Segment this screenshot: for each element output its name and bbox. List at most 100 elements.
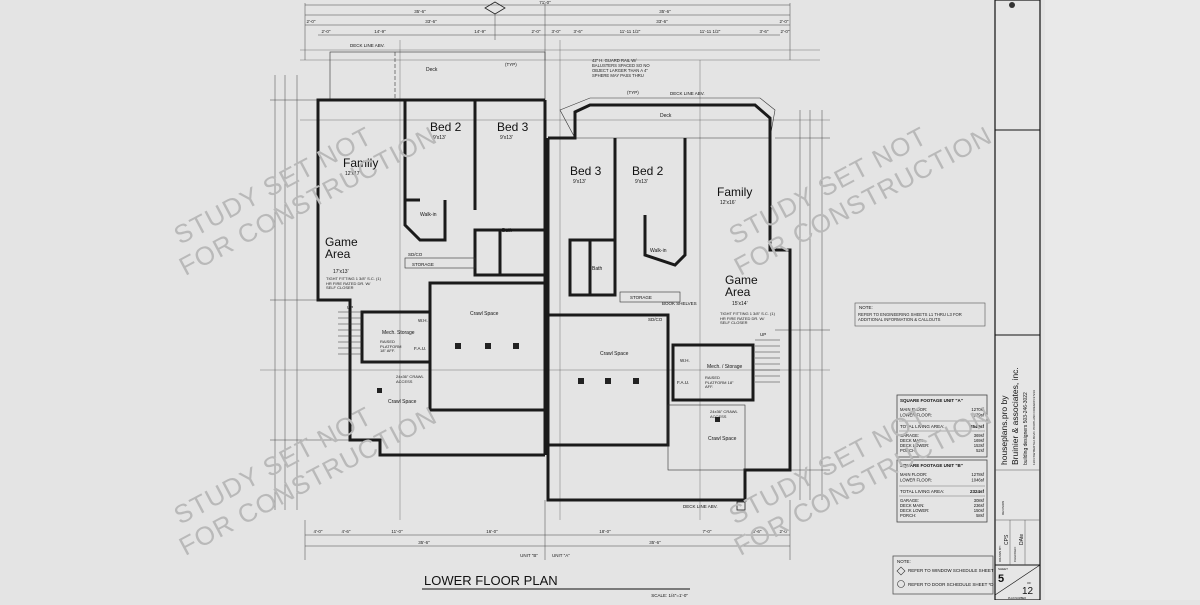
sqft-table — [896, 394, 988, 458]
of-label: OF — [1027, 581, 1031, 585]
fire-door-note: TIGHT FITTING 1 3/8" S.C. (1) HR FIRE RA… — [720, 312, 775, 325]
date-value: DAte — [1019, 534, 1025, 545]
dim-top-detail: 2'-0" — [322, 29, 331, 34]
sqft-row-value: 153sf — [974, 443, 985, 448]
crawl-access-note: 24x36" CRAWL ACCESS — [710, 410, 738, 418]
room-label: Game Area — [325, 236, 358, 260]
dim-bottom-detail: 16'-0" — [486, 529, 498, 534]
side-dimensions — [270, 75, 830, 510]
up-label: UP — [760, 332, 766, 337]
square-footage-tables: SQUARE FOOTAGE UNIT "A"MAIN FLOOR:1270sf… — [896, 394, 988, 523]
room-label: Bed 3 — [570, 164, 602, 178]
plan-title-group: LOWER FLOOR PLAN SCALE: 1/4"=1'-0" — [422, 573, 690, 598]
dim-bottom-detail: 2'-0" — [780, 529, 789, 534]
sqft-row-label: MAIN FLOOR: — [900, 407, 927, 412]
sqft-row-value: 1278sf — [971, 472, 984, 477]
room-label: Mech. / Storage — [707, 364, 743, 370]
sheet-margin — [1045, 0, 1200, 600]
sqft-row-label: LOWER FLOOR: — [900, 413, 932, 418]
sqft-row-label: LOWER FLOOR: — [900, 478, 932, 483]
sqft-row-value: 169sf — [974, 438, 985, 443]
room-label: Family — [343, 156, 378, 170]
room-label: Bed 2 — [632, 164, 664, 178]
crawl-access-note: 24x36" CRAWL ACCESS — [396, 375, 424, 383]
room-label: Game Area — [725, 274, 758, 298]
sqft-row-value: 1279sf — [971, 413, 984, 418]
sqft-row-value: 369sf — [974, 433, 985, 438]
drawn-by-label: DRAWN BY: — [998, 545, 1002, 562]
logo-mark-icon — [1009, 2, 1015, 8]
note-text: REFER TO ENGINEERING SHEETS L1 THRU L3 F… — [858, 312, 962, 322]
platform-note: RAISED PLATFORM 18" AFF. — [705, 376, 733, 389]
sqft-row-label: PORCH: — [900, 513, 916, 518]
unit-a-label: UNIT "A" — [552, 553, 570, 558]
fire-door-note: TIGHT FITTING 1 3/8" S.C. (1) HR FIRE RA… — [326, 277, 381, 290]
room-size: 15'x14' — [732, 301, 748, 307]
dim-top-unit: 2'-0" — [307, 19, 316, 24]
smoke-co-label: SD/CO — [648, 317, 663, 322]
room-labels-left: Family 12'x17' Bed 2 9'x13' Bed 3 9'x13'… — [325, 120, 529, 405]
guard-rail-note: 42" H. GUARD RAIL W/ BALUSTERS SPACED SO… — [592, 58, 650, 78]
room-label: Crawl Space — [388, 399, 417, 405]
room-label: Bed 2 — [430, 120, 462, 134]
room-label: Walk-in — [650, 248, 667, 254]
room-size: 9'x13' — [433, 135, 446, 141]
room-size: 12'x16' — [720, 200, 736, 206]
company-name: houseplans.pro by — [999, 395, 1009, 465]
note-heading: NOTE: — [859, 305, 873, 310]
dim-top-half: 35'-6" — [659, 9, 671, 14]
room-size: 9'x13' — [573, 179, 586, 185]
sqft-table — [896, 459, 988, 523]
note-item: REFER TO WINDOW SCHEDULE SHEET *D — [908, 568, 1001, 573]
sqft-row-label: PORCH: — [900, 448, 916, 453]
top-dimensions: 71'-0" 35'-6" 35'-6" 2'-0" 33'-6" 33'-6"… — [304, 0, 791, 60]
dim-top-detail: 2'-0" — [532, 29, 541, 34]
dim-top-unit: 33'-6" — [656, 19, 668, 24]
sqft-title: SQUARE FOOTAGE UNIT "B" — [900, 463, 963, 468]
dim-bottom-detail: 6'-6" — [753, 529, 762, 534]
note-heading: NOTE: — [897, 559, 911, 564]
bottom-dimensions: 4'-0" 4'-6" 11'-0" 16'-0" 18'-0" 7'-0" 6… — [304, 500, 791, 560]
dim-top-detail: 11'-11 1/2" — [620, 29, 641, 34]
sqft-total-value: 2549sf — [970, 424, 985, 429]
schedule-note: NOTE: REFER TO WINDOW SCHEDULE SHEET *D … — [892, 555, 1001, 595]
dim-top-detail: 3'-6" — [760, 29, 769, 34]
window-tag-icon — [896, 566, 906, 576]
dim-bottom-detail: 4'-0" — [314, 529, 323, 534]
sqft-total-value: 2324sf — [970, 489, 985, 494]
dim-top-detail: 14'-9" — [374, 29, 386, 34]
room-label: Family — [717, 185, 752, 199]
unit-b-label: UNIT "B" — [520, 553, 538, 558]
column-marker-icon — [736, 501, 746, 511]
company-address: 1304 SW BERTHA BLVD. PORTLAND OREGON 972… — [1032, 390, 1036, 465]
up-label: UP — [347, 305, 353, 310]
book-shelves-label: BOOK SHELVES — [662, 301, 697, 306]
room-label: Bath — [502, 228, 513, 234]
dim-top-detail: 3'-0" — [552, 29, 561, 34]
room-size: 9'x13' — [500, 135, 513, 141]
drawn-by-value: CPS — [1004, 534, 1010, 545]
dim-top-detail: 3'-6" — [574, 29, 583, 34]
dim-bottom-detail: 4'-6" — [342, 529, 351, 534]
sqft-row-value: 308sf — [974, 498, 985, 503]
smoke-co-label: SD/CO — [408, 252, 423, 257]
room-label: Crawl Space — [708, 436, 737, 442]
dim-bottom-detail: 18'-0" — [599, 529, 611, 534]
dim-bottom-half: 35'-6" — [418, 540, 430, 545]
typ-label: (TYP) — [627, 90, 639, 95]
deck-line-label: DECK LINE ABV. — [683, 504, 718, 509]
sqft-row-value: 150sf — [974, 508, 985, 513]
storage-label: STORAGE — [630, 295, 652, 300]
deck-line-label: DECK LINE ABV. — [350, 43, 385, 48]
engineering-note: NOTE: REFER TO ENGINEERING SHEETS L1 THR… — [854, 302, 986, 327]
sqft-row-label: DECK MAIN: — [900, 503, 924, 508]
note-item: REFER TO DOOR SCHEDULE SHEET *D — [908, 582, 994, 587]
room-size: 9'x13' — [635, 179, 648, 185]
sqft-total-label: TOTAL LIVING AREA: — [900, 489, 944, 494]
dim-top-detail: 2'-0" — [781, 29, 790, 34]
sheet-total: 12 — [1022, 586, 1034, 597]
room-label: Deck — [426, 67, 438, 73]
checked-label: CHECKED: — [1013, 546, 1017, 562]
sqft-row-label: MAIN FLOOR: — [900, 472, 927, 477]
room-label: Walk-in — [420, 212, 437, 218]
